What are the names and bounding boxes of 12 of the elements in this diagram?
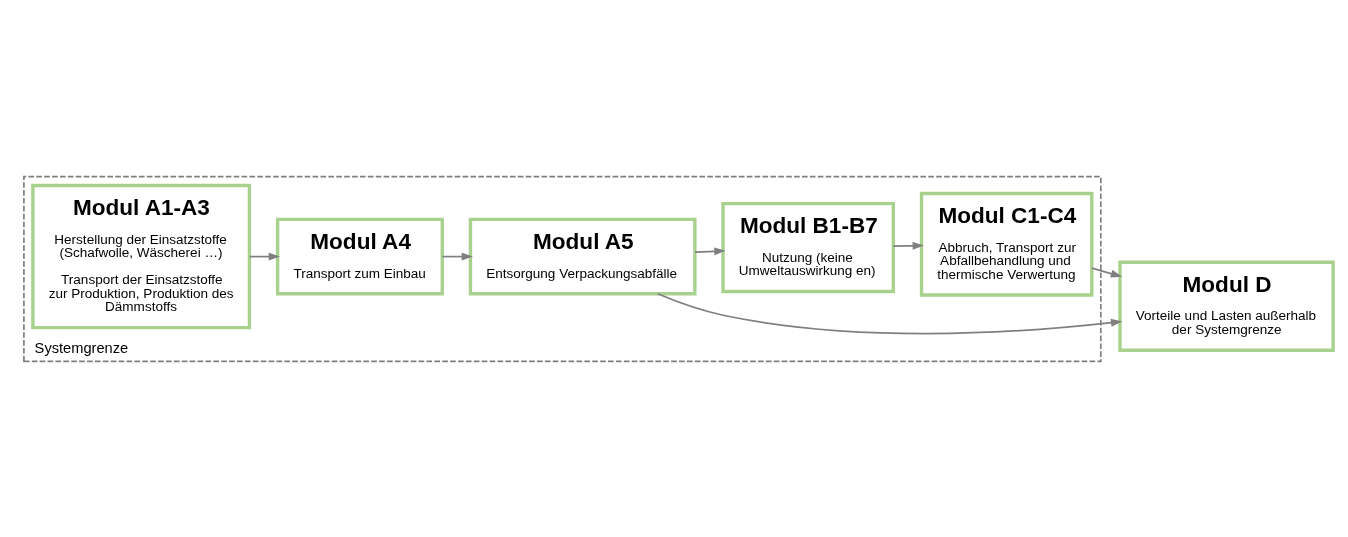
arrow: [892, 241, 924, 250]
arrow: [656, 292, 1123, 334]
node-box: Modul D Vorteile und Lasten außerhalb der Systemgrenze: [1118, 260, 1335, 352]
node-box: Modul B1-B7 Nutzung (keine Umweltauswirkung en): [721, 201, 896, 293]
node-box: Modul A1-A3 Herstellung der Einsatzstoffe (Schafwolle, Wäscherei …) Transport der Einsatzstoffe zur Produktion, Produktion des Dämmstoffs: [31, 183, 252, 329]
arrow: [1091, 266, 1123, 277]
arrow: [694, 246, 726, 255]
node-box: Modul C1-C4 Abbruch, Transport zur Abfallbehandlung und thermische Verwertung: [919, 191, 1094, 297]
node-box: Modul A4 Transport zum Einbau: [275, 217, 444, 295]
arrow: [248, 252, 280, 261]
node-box: Modul A5 Entsorgung Verpackungsabfälle: [468, 217, 697, 295]
arrow: [441, 252, 473, 261]
